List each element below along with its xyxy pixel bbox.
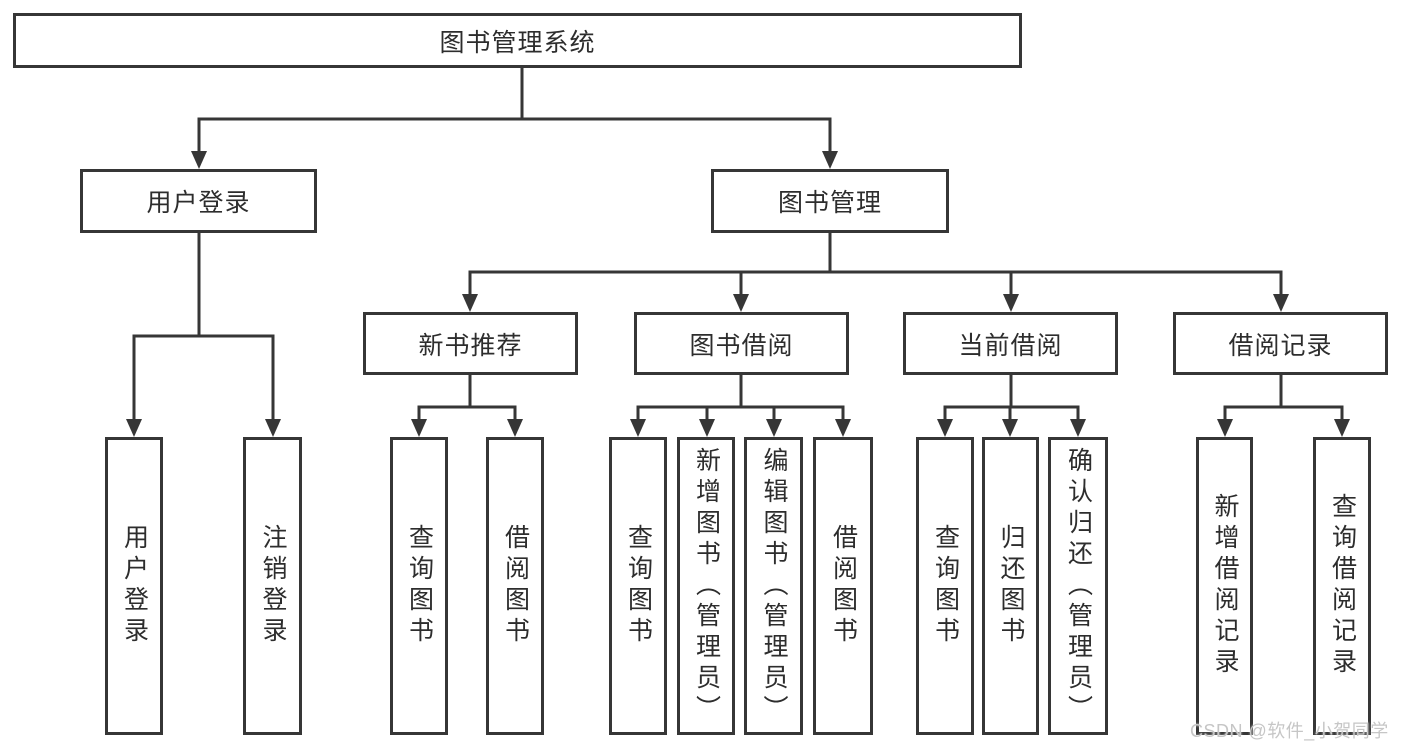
leaf-records-add-record-label: 新增借阅记录 <box>1211 493 1239 679</box>
node-new-book-recommend-label: 新书推荐 <box>418 331 523 360</box>
node-new-book-recommend: 新书推荐 <box>363 312 578 375</box>
leaf-current-return-book-label: 归还图书 <box>997 524 1025 648</box>
leaf-borrow-add-book-admin: 新增图书（管理员） <box>677 437 735 735</box>
connector-user-login-to-leaves <box>126 231 281 437</box>
leaf-borrow-borrow-book-label: 借阅图书 <box>829 524 858 648</box>
node-borrow-records-label: 借阅记录 <box>1228 331 1333 360</box>
leaf-records-add-record: 新增借阅记录 <box>1196 437 1253 735</box>
leaf-logout-login: 注销登录 <box>243 437 302 735</box>
leaf-current-query-book-label: 查询图书 <box>931 524 960 648</box>
leaf-borrow-borrow-book: 借阅图书 <box>813 437 873 735</box>
leaf-user-login: 用户登录 <box>105 437 163 735</box>
node-current-borrow: 当前借阅 <box>903 312 1118 375</box>
node-book-management-label: 图书管理 <box>777 189 882 217</box>
leaf-borrow-query-book-label: 查询图书 <box>624 524 653 648</box>
leaf-newbook-borrow-book: 借阅图书 <box>486 437 544 735</box>
node-borrow-records: 借阅记录 <box>1173 312 1388 375</box>
leaf-newbook-borrow-book-label: 借阅图书 <box>501 524 530 648</box>
connector-book-mgmt-to-level3 <box>462 231 1289 312</box>
csdn-watermark: CSDN @软件_小贺同学 <box>1190 721 1389 741</box>
leaf-borrow-add-book-admin-label: 新增图书（管理员） <box>692 446 721 726</box>
node-book-management: 图书管理 <box>711 169 949 233</box>
connector-root-to-level2 <box>191 66 838 169</box>
leaf-current-confirm-return-admin: 确认归还（管理员） <box>1048 437 1108 735</box>
node-book-borrow: 图书借阅 <box>634 312 849 375</box>
leaf-records-query-record: 查询借阅记录 <box>1313 437 1371 735</box>
leaf-current-query-book: 查询图书 <box>916 437 974 735</box>
leaf-current-return-book: 归还图书 <box>982 437 1039 735</box>
node-root-system: 图书管理系统 <box>13 13 1022 68</box>
connector-book-borrow-to-leaves <box>630 373 851 437</box>
connector-current-borrow-to-leaves <box>937 373 1086 437</box>
leaf-borrow-query-book: 查询图书 <box>609 437 667 735</box>
leaf-newbook-query-book-label: 查询图书 <box>405 524 434 648</box>
connector-new-book-to-leaves <box>411 373 523 437</box>
node-user-login: 用户登录 <box>80 169 317 233</box>
node-user-login-label: 用户登录 <box>146 189 251 217</box>
leaf-newbook-query-book: 查询图书 <box>390 437 448 735</box>
node-book-borrow-label: 图书借阅 <box>689 331 794 360</box>
leaf-logout-login-label: 注销登录 <box>259 524 287 648</box>
leaf-user-login-label: 用户登录 <box>120 524 149 648</box>
node-root-system-label: 图书管理系统 <box>439 28 596 57</box>
leaf-borrow-edit-book-admin: 编辑图书（管理员） <box>744 437 803 735</box>
leaf-current-confirm-return-admin-label: 确认归还（管理员） <box>1064 446 1093 726</box>
leaf-records-query-record-label: 查询借阅记录 <box>1328 493 1357 679</box>
node-current-borrow-label: 当前借阅 <box>958 331 1063 360</box>
connector-borrow-records-to-leaves <box>1217 373 1350 437</box>
leaf-borrow-edit-book-admin-label: 编辑图书（管理员） <box>760 446 788 726</box>
